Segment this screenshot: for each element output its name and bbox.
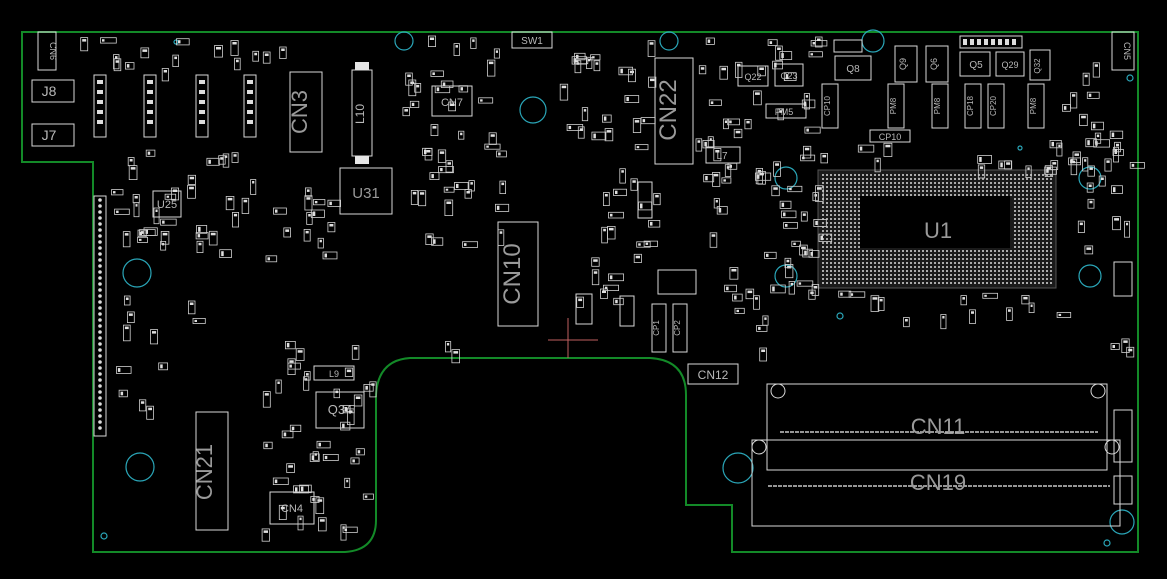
top-header-row (833, 35, 1023, 53)
j8-connector: J8 (31, 79, 75, 103)
svg-text:CP18: CP18 (966, 95, 975, 116)
cp-components: CP10 PM8 PM8 CP18 CP20 PM8 CP10 (821, 83, 1045, 143)
mounting-holes (100, 29, 1135, 547)
svg-text:U1: U1 (924, 218, 952, 243)
cn6-left-connector: CN6 (37, 31, 58, 71)
svg-text:L7: L7 (716, 151, 728, 162)
cn5-connector: CN5 (1111, 31, 1135, 71)
cn10-connector: CN10 (497, 221, 539, 327)
q9-transistor: Q9 (894, 45, 918, 83)
svg-text:CP2: CP2 (673, 320, 682, 336)
svg-text:J8: J8 (42, 83, 57, 99)
cn12-connector: CN12 (687, 363, 739, 385)
cp1-cp2: CP1 CP2 (575, 181, 697, 353)
left-long-connector (93, 195, 107, 437)
svg-text:CN11: CN11 (911, 414, 966, 439)
svg-text:J7: J7 (42, 127, 57, 143)
svg-text:CN3: CN3 (287, 90, 312, 134)
svg-text:Q29: Q29 (1001, 60, 1018, 70)
svg-text:CN10: CN10 (499, 243, 526, 304)
svg-text:Q5: Q5 (969, 60, 983, 71)
svg-text:CN21: CN21 (192, 444, 217, 500)
sw1-switch: SW1 (511, 31, 553, 49)
board-outline (21, 31, 1139, 553)
l9-inductor: L9 (313, 365, 355, 381)
q8-transistor: Q8 (834, 55, 872, 81)
q5-transistor: Q5 (959, 51, 991, 77)
svg-text:Q6: Q6 (929, 58, 939, 70)
svg-text:PM8: PM8 (933, 97, 942, 114)
svg-text:Q34: Q34 (328, 402, 353, 417)
q23-transistor: Q23 (774, 63, 804, 87)
svg-text:CP10: CP10 (879, 132, 902, 142)
svg-text:CN12: CN12 (698, 368, 729, 382)
smd-passives (80, 35, 1145, 542)
svg-text:CN6: CN6 (48, 42, 58, 60)
svg-text:L9: L9 (329, 369, 339, 379)
svg-text:Q8: Q8 (846, 64, 860, 75)
q29-transistor: Q29 (995, 51, 1025, 77)
q22-transistor: Q22 (737, 65, 769, 87)
left-connector-pins (98, 198, 102, 430)
u31-chip: U31 (339, 167, 393, 215)
svg-text:Q32: Q32 (1033, 58, 1042, 74)
svg-text:SW1: SW1 (521, 36, 543, 47)
svg-text:CP20: CP20 (989, 95, 998, 116)
origin-marker (548, 318, 598, 358)
svg-text:PM8: PM8 (889, 97, 898, 114)
svg-text:CN19: CN19 (910, 470, 966, 495)
u1-ball-grid (822, 174, 1052, 284)
svg-text:CP10: CP10 (823, 95, 832, 116)
svg-text:CN22: CN22 (655, 79, 682, 140)
svg-text:Q9: Q9 (898, 58, 908, 70)
left-pin-headers (93, 74, 257, 138)
cn3-connector: CN3 (287, 71, 323, 153)
u1-processor: U1 (817, 169, 1057, 289)
svg-text:U25: U25 (157, 199, 177, 211)
q32-transistor: Q32 (1029, 49, 1051, 81)
cn22-connector: CN22 (654, 57, 694, 165)
cn11-slot: CN11 (766, 383, 1108, 471)
right-edge-parts (1113, 261, 1133, 505)
j7-connector: J7 (31, 123, 75, 147)
svg-text:CN5: CN5 (1122, 42, 1132, 60)
svg-text:U31: U31 (352, 185, 380, 202)
l7-inductor: L7 (705, 146, 741, 164)
q6-transistor: Q6 (925, 45, 949, 83)
svg-text:CN7: CN7 (441, 97, 463, 109)
svg-text:CP1: CP1 (652, 320, 661, 336)
cn7-connector: CN7 (431, 85, 473, 117)
cn21-connector: CN21 (192, 411, 229, 531)
u25-chip: U25 (152, 190, 182, 218)
svg-text:PM8: PM8 (1029, 97, 1038, 114)
svg-text:Q22: Q22 (744, 72, 761, 82)
svg-text:Q23: Q23 (780, 71, 797, 81)
l10-inductor: L10 (351, 62, 373, 164)
svg-text:L10: L10 (353, 104, 367, 124)
cn19-slot: CN19 (751, 439, 1121, 527)
